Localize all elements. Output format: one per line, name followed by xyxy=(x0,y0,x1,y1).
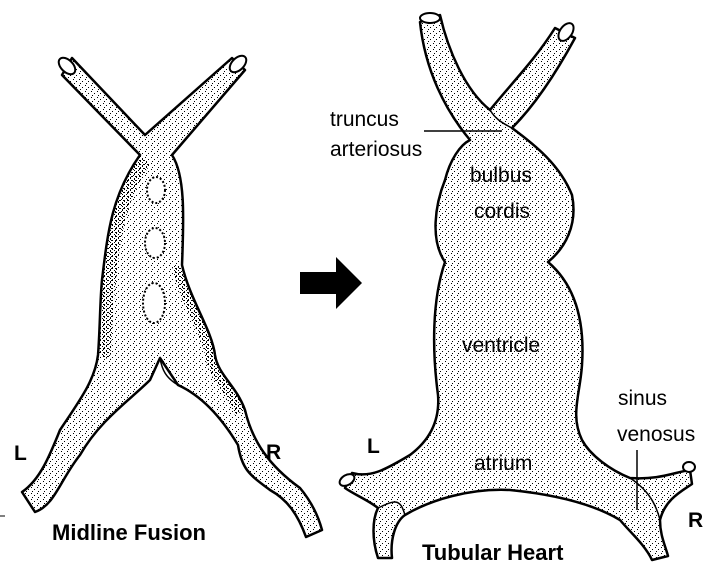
truncus-label-line1: truncus xyxy=(330,108,399,131)
right-arrow-icon xyxy=(300,257,362,309)
tubular-heart-caption: Tubular Heart xyxy=(422,540,564,565)
midline-fusion-tube xyxy=(22,58,322,537)
bulbus-label-line1: bulbus xyxy=(470,164,532,187)
midline-fusion-figure: L R Midline Fusion xyxy=(0,53,322,545)
left-fig-side-l: L xyxy=(14,442,27,465)
fusion-hole-2 xyxy=(145,228,165,258)
tubular-heart-figure: truncus arteriosus bulbus cordis ventric… xyxy=(330,13,703,565)
fusion-hole-1 xyxy=(147,177,165,203)
left-fig-side-r: R xyxy=(266,441,281,464)
sinus-label-line2: venosus xyxy=(617,423,695,446)
heart-side-l: L xyxy=(367,435,380,458)
heart-right-leg-cap xyxy=(683,462,695,472)
heart-side-r: R xyxy=(688,509,703,532)
fusion-hole-3 xyxy=(143,283,165,323)
midline-fusion-caption: Midline Fusion xyxy=(52,520,206,545)
heart-left-vessel-cap xyxy=(420,13,440,23)
ventricle-label: ventricle xyxy=(462,334,540,357)
atrium-label: atrium xyxy=(474,452,532,475)
tubular-heart-outline xyxy=(345,15,692,560)
truncus-label-line2: arteriosus xyxy=(330,138,422,161)
bulbus-label-line2: cordis xyxy=(474,200,530,223)
sinus-label-line1: sinus xyxy=(618,387,667,410)
